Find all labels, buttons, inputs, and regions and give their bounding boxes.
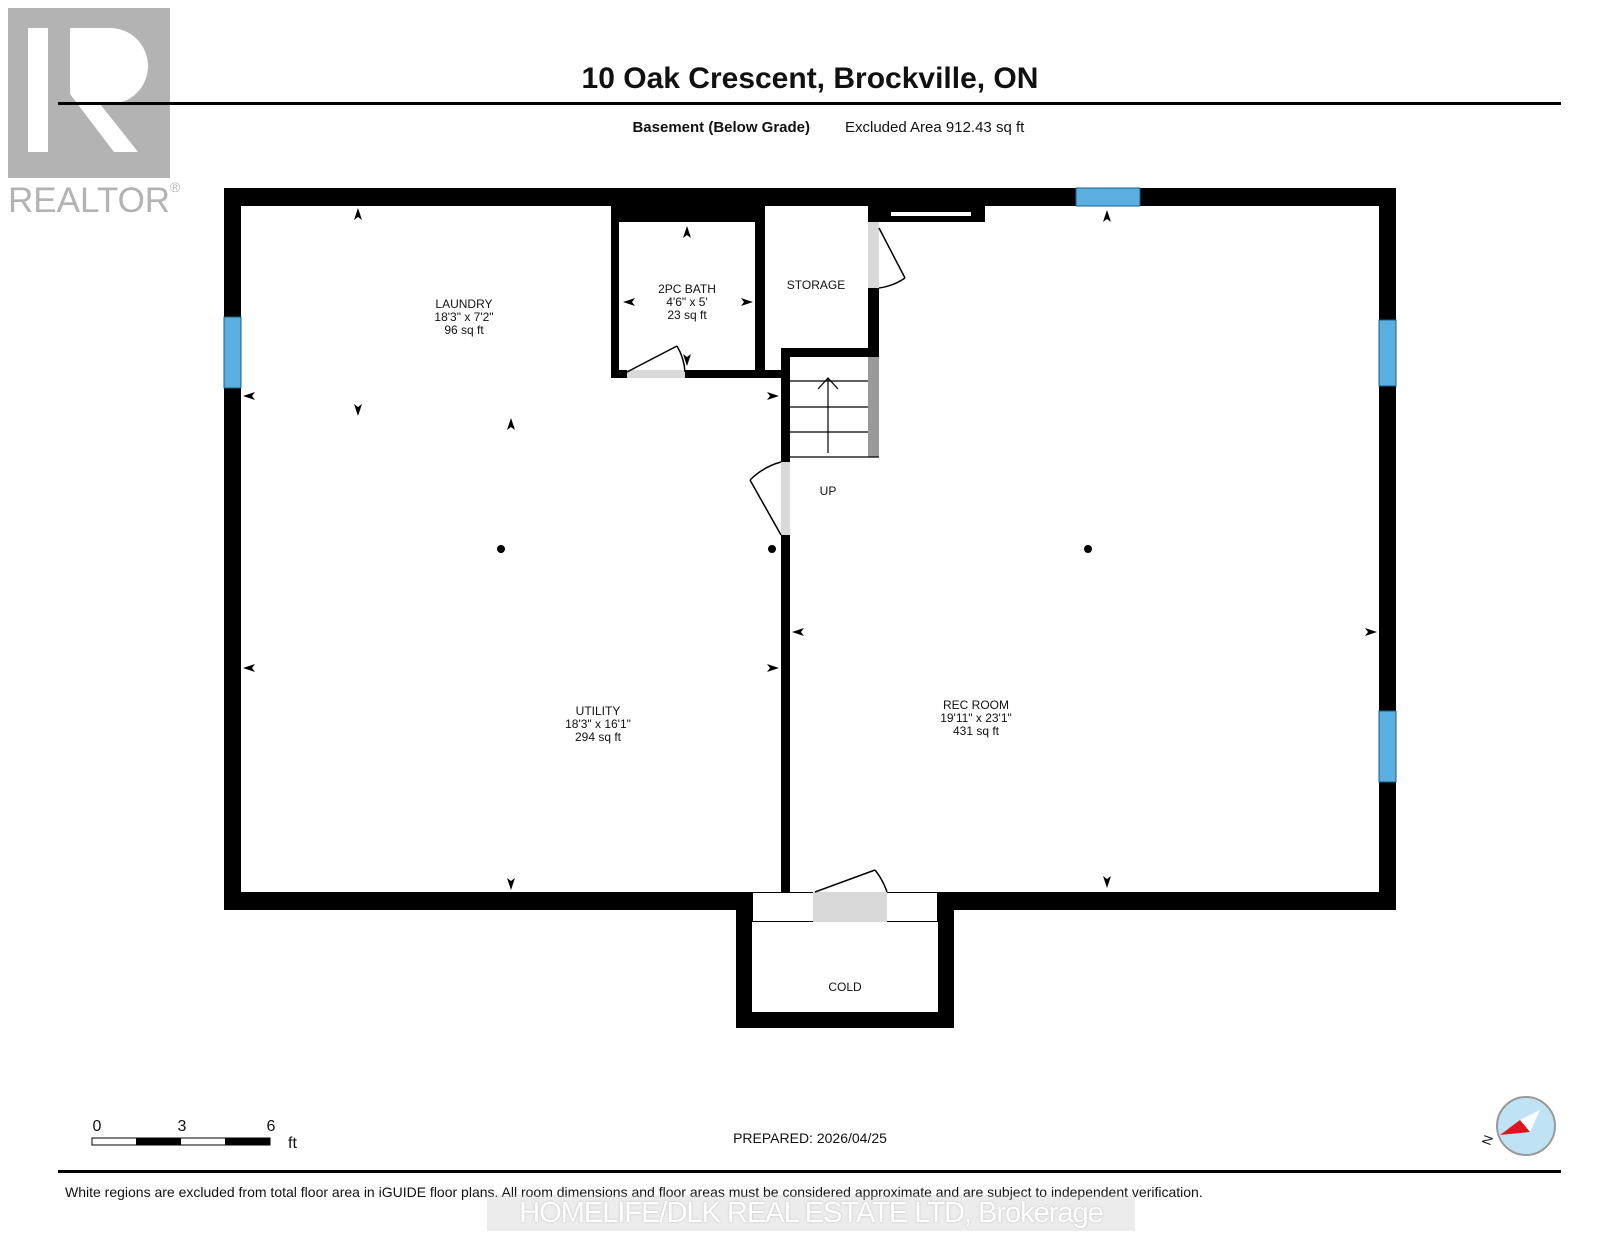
scale-bar: 0 3 6 ft: [91, 1118, 297, 1152]
scale-tick: 3: [178, 1118, 187, 1135]
compass-icon: N: [1479, 1096, 1556, 1156]
room-area: 294 sq ft: [575, 730, 622, 744]
room-rec-room: REC ROOM 19'11" x 23'1" 431 sq ft: [940, 698, 1012, 738]
closet-slider: [891, 212, 971, 216]
room-name: COLD: [828, 980, 862, 994]
room-dims: 18'3" x 7'2": [434, 310, 493, 324]
room-utility: UTILITY 18'3" x 16'1" 294 sq ft: [565, 704, 631, 744]
dimension-markers: [243, 208, 1377, 890]
area-label: Excluded Area 912.43 sq ft: [845, 119, 1025, 136]
room-name: STORAGE: [787, 278, 845, 292]
windows: [223, 187, 1397, 783]
scale-tick: 0: [93, 1118, 102, 1135]
room-dims: 18'3" x 16'1": [565, 717, 631, 731]
doors: [626, 222, 906, 893]
stairs: [790, 357, 879, 458]
room-name: REC ROOM: [943, 698, 1009, 712]
room-cold: COLD: [828, 980, 862, 994]
room-2pc-bath: 2PC BATH 4'6" x 5' 23 sq ft: [658, 282, 716, 322]
room-storage: STORAGE: [787, 278, 845, 292]
watermark: HOMELIFE/DLK REAL ESTATE LTD, Brokerage: [487, 1195, 1135, 1231]
room-area: 431 sq ft: [953, 724, 1000, 738]
logo-mark: ®: [170, 179, 181, 195]
room-dims: 19'11" x 23'1": [940, 711, 1012, 725]
room-name: LAUNDRY: [435, 297, 492, 311]
scale-unit: ft: [288, 1135, 297, 1152]
room-laundry: LAUNDRY 18'3" x 7'2" 96 sq ft: [434, 297, 493, 337]
header-divider: [58, 102, 1561, 105]
room-name: UTILITY: [576, 704, 621, 718]
stairs-label: UP: [820, 484, 837, 498]
prepared-label: PREPARED: 2026/04/25: [733, 1130, 887, 1146]
footer-divider: [58, 1170, 1561, 1173]
floor-label: Basement (Below Grade): [632, 119, 810, 136]
room-area: 23 sq ft: [667, 308, 707, 322]
room-dims: 4'6" x 5': [666, 295, 708, 309]
scale-tick: 6: [267, 1118, 276, 1135]
cold-room-door: [813, 892, 887, 922]
compass-label: N: [1479, 1133, 1496, 1147]
logo-text: REALTOR: [8, 181, 170, 220]
room-area: 96 sq ft: [444, 323, 484, 337]
realtor-logo: REALTOR ®: [8, 8, 181, 220]
room-name: 2PC BATH: [658, 282, 716, 296]
page-title: 10 Oak Crescent, Brockville, ON: [582, 62, 1039, 95]
disclaimer: White regions are excluded from total fl…: [65, 1184, 1203, 1200]
